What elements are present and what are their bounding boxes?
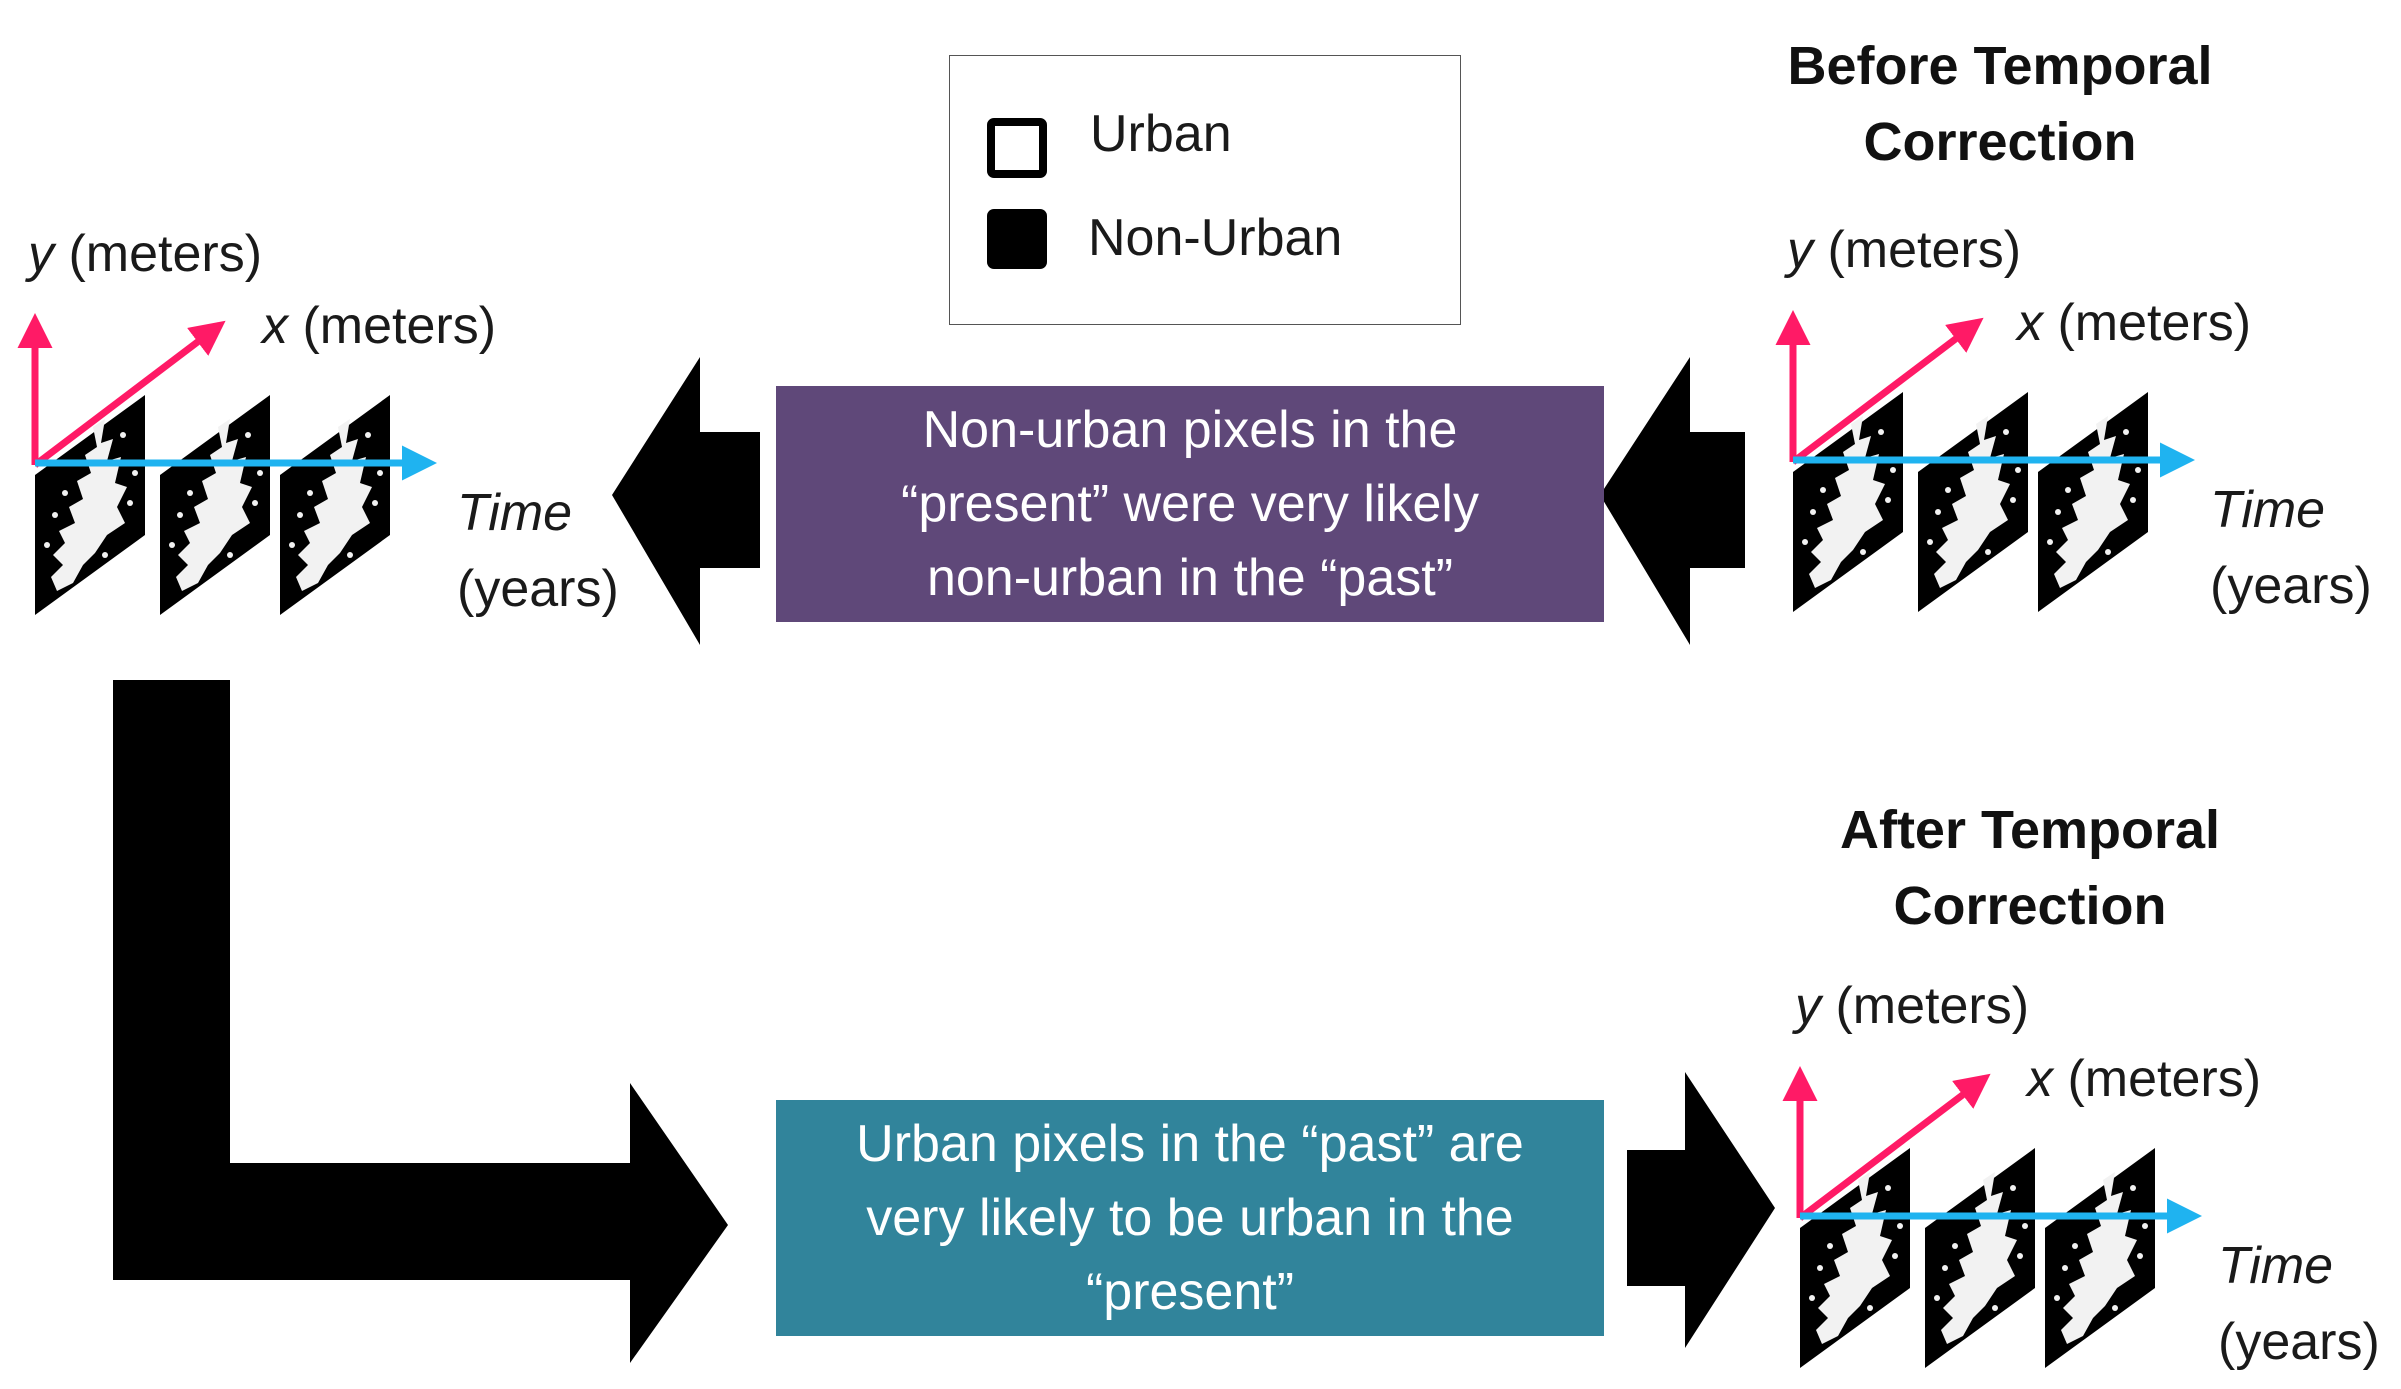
map-stack-left — [17, 313, 437, 615]
purple-box-line3: non-urban in the “past” — [926, 549, 1454, 607]
before-time-label: Time (years) — [2210, 481, 2372, 615]
before-y-axis-label: y (meters) — [1787, 221, 2022, 279]
urban-label: Urban — [1090, 105, 1232, 163]
after-x-axis-label: x (meters) — [2027, 1050, 2262, 1108]
purple-explanation-box: Non-urban pixels in the “present” were v… — [776, 386, 1604, 622]
after-title-line2: Correction — [1893, 876, 2167, 936]
after-x-axis-arrow — [1797, 1073, 1991, 1221]
elbow-arrow — [113, 680, 728, 1363]
teal-explanation-box: Urban pixels in the “past” are very like… — [776, 1100, 1604, 1336]
before-title-line1: Before Temporal — [1787, 36, 2213, 96]
teal-box-line3: “present” — [1085, 1263, 1295, 1321]
before-map-panel — [1918, 392, 2028, 612]
right-arrow-bottom — [1627, 1072, 1775, 1348]
after-title-line1: After Temporal — [1839, 800, 2221, 860]
left-map-panel — [35, 395, 145, 615]
before-map-panel — [2038, 392, 2148, 612]
teal-box-line1: Urban pixels in the “past” are — [856, 1115, 1524, 1173]
after-map-panel — [1925, 1148, 2035, 1368]
before-correction-title: Before Temporal Correction — [1740, 28, 2260, 180]
after-map-panel — [2045, 1148, 2155, 1368]
left-x-axis-arrow — [32, 320, 226, 468]
purple-box-line1: Non-urban pixels in the — [922, 401, 1458, 459]
map-stack-after — [1782, 1066, 2202, 1368]
legend: Urban Non-Urban — [949, 55, 1461, 325]
urban-swatch — [987, 118, 1047, 178]
non-urban-label: Non-Urban — [1088, 209, 1343, 267]
before-map-panel — [1793, 392, 1903, 612]
after-time-label: Time (years) — [2218, 1237, 2380, 1371]
left-arrow-right — [1600, 357, 1745, 645]
after-map-panel — [1800, 1148, 1910, 1368]
teal-box-line2: very likely to be urban in the — [866, 1189, 1514, 1247]
purple-box-line2: “present” were very likely — [901, 475, 1479, 533]
after-correction-title: After Temporal Correction — [1770, 792, 2290, 944]
left-time-label: Time (years) — [457, 484, 619, 618]
before-x-axis-label: x (meters) — [2017, 294, 2252, 352]
after-y-axis-label: y (meters) — [1795, 977, 2030, 1035]
map-stack-before — [1775, 310, 2195, 612]
left-arrow-top — [612, 357, 760, 645]
before-title-line2: Correction — [1863, 112, 2137, 172]
before-x-axis-arrow — [1790, 317, 1984, 465]
left-y-axis-label: y (meters) — [28, 225, 263, 283]
left-map-panel — [160, 395, 270, 615]
non-urban-swatch — [987, 209, 1047, 269]
left-x-axis-label: x (meters) — [262, 297, 497, 355]
left-map-panel — [280, 395, 390, 615]
